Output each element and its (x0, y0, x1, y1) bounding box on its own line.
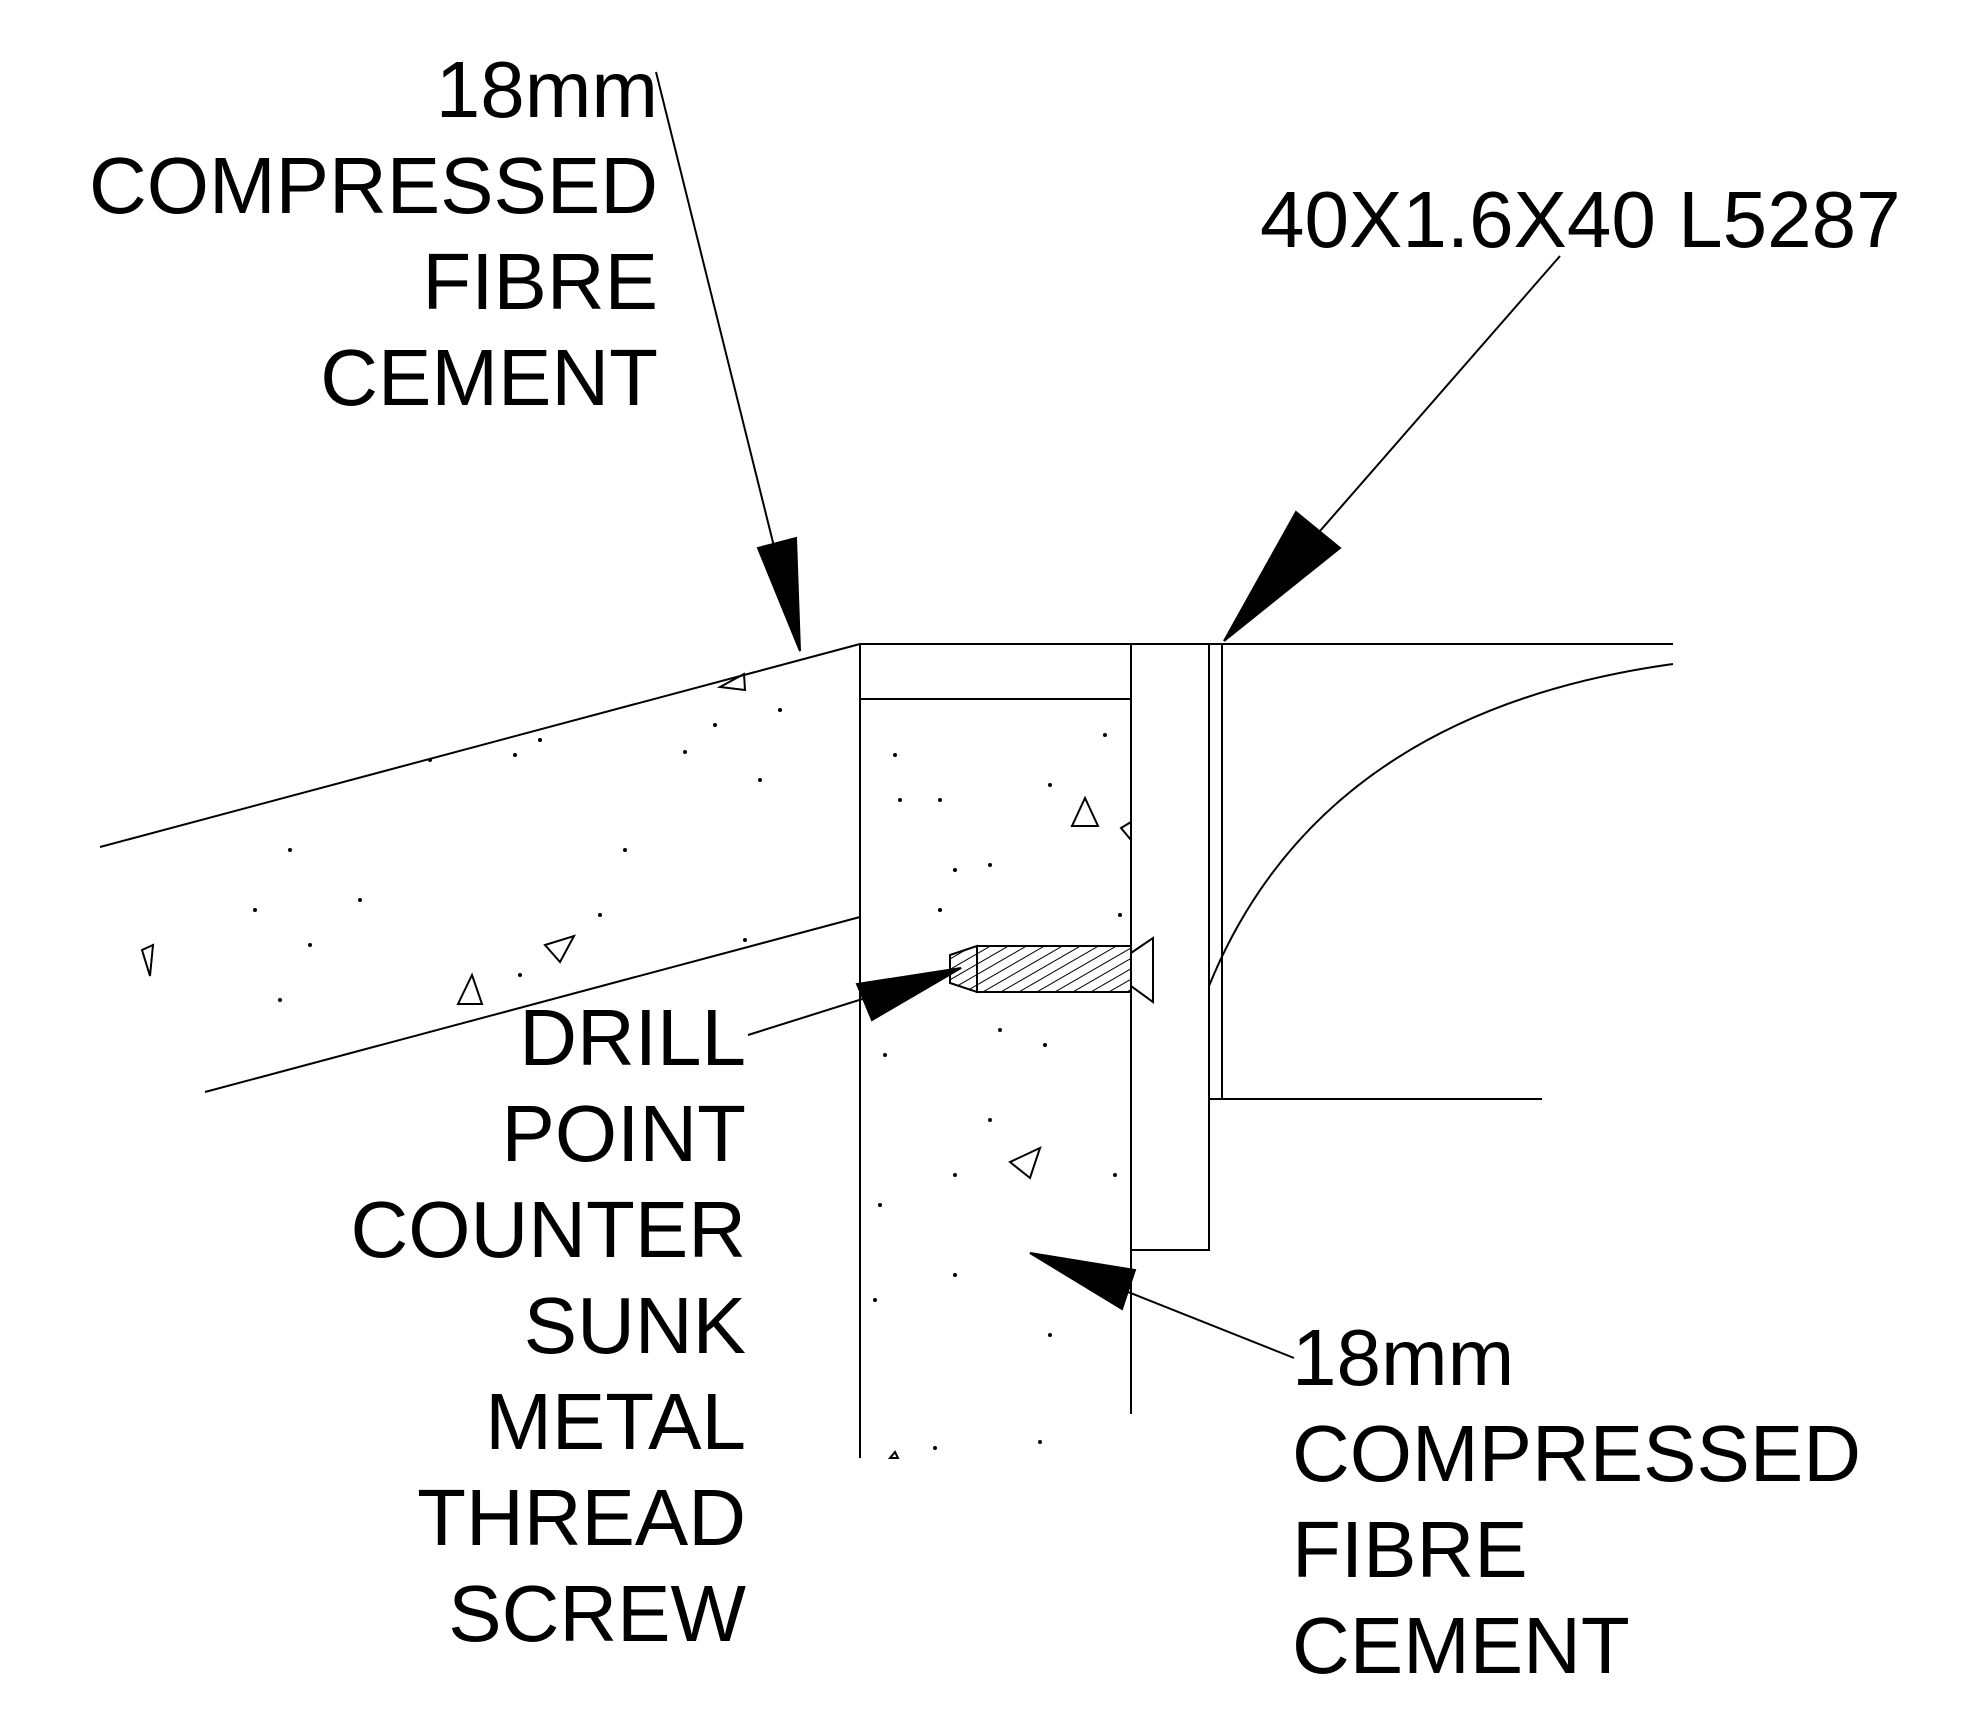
label-line: 18mm (1292, 1313, 1515, 1402)
screw-head (1130, 936, 1154, 1004)
sloped-sheet-bottom-edge (204, 916, 861, 1093)
label-line: DRILL (519, 993, 746, 1082)
adjoining-curve (1208, 663, 1674, 987)
stipple-dot (308, 943, 312, 947)
screw-drill-point (949, 944, 978, 994)
stipple-dot (428, 758, 432, 762)
arrowhead-top-left (756, 536, 801, 652)
stipple-dot (513, 753, 517, 757)
label-line: 40X1.6X40 L5287 (1260, 175, 1901, 264)
label-steel-angle: 40X1.6X40 L5287 (1260, 180, 1901, 260)
sloped-sheet-top-edge (99, 643, 861, 848)
stipple-dot (288, 848, 292, 852)
stipple-dot (278, 998, 282, 1002)
stipple-dot (953, 1273, 957, 1277)
label-screw: DRILL POINT COUNTER SUNK METAL THREAD SC… (350, 990, 746, 1662)
label-line: CEMENT (1292, 1601, 1630, 1690)
stipple-dot (538, 738, 542, 742)
stipple-dot (933, 1446, 937, 1450)
aggregate-triangle (543, 934, 577, 964)
stipple-dot (358, 898, 362, 902)
stipple-dot (988, 863, 992, 867)
label-line: CEMENT (320, 333, 658, 422)
stipple-dot (1048, 1333, 1052, 1337)
arrowhead-screw (855, 967, 962, 1022)
stipple-dot (878, 1203, 882, 1207)
aggregate-triangle (887, 1450, 900, 1459)
label-line: METAL (485, 1377, 746, 1466)
aggregate-triangle (1119, 820, 1132, 843)
stipple-dot (758, 778, 762, 782)
stipple-dot (893, 753, 897, 757)
stipple-dot (1043, 1043, 1047, 1047)
stipple-dot (683, 750, 687, 754)
stipple-dot (598, 913, 602, 917)
stipple-dot (953, 1173, 957, 1177)
stipple-dot (1038, 1440, 1042, 1444)
label-line: FIBRE (422, 237, 658, 326)
stipple-dot (998, 1028, 1002, 1032)
stipple-dot (938, 908, 942, 912)
stipple-dot (778, 708, 782, 712)
label-line: FIBRE (1292, 1505, 1528, 1594)
aggregate-triangle (1070, 795, 1100, 827)
aggregate-triangle (1008, 1146, 1042, 1180)
stipple-dot (623, 848, 627, 852)
stipple-dot (988, 1118, 992, 1122)
label-line: POINT (501, 1089, 746, 1178)
stipple-dot (883, 1053, 887, 1057)
stipple-dot (1118, 913, 1122, 917)
label-line: 18mm (435, 45, 658, 134)
label-bottom-right-material: 18mm COMPRESSED FIBRE CEMENT (1292, 1310, 1861, 1694)
stipple-dot (1103, 733, 1107, 737)
stipple-dot (253, 908, 257, 912)
label-line: COMPRESSED (1292, 1409, 1861, 1498)
label-line: THREAD (417, 1473, 746, 1562)
stipple-dot (1113, 1173, 1117, 1177)
stipple-dot (873, 1298, 877, 1302)
label-line: COUNTER (350, 1185, 746, 1274)
aggregate-triangle (716, 672, 747, 692)
stipple-dot (898, 798, 902, 802)
stipple-dot (743, 938, 747, 942)
stipple-dot (713, 723, 717, 727)
arrowhead-bottom-right (1029, 1252, 1137, 1311)
stipple-dot (518, 973, 522, 977)
stipple-dot (953, 868, 957, 872)
label-line: SCREW (448, 1569, 746, 1658)
label-top-left-material: 18mm COMPRESSED FIBRE CEMENT (89, 42, 658, 426)
label-line: COMPRESSED (89, 141, 658, 230)
stipple-dot (1048, 783, 1052, 787)
label-line: SUNK (523, 1281, 746, 1370)
stipple-dot (938, 798, 942, 802)
arrowhead-angle (1223, 510, 1342, 642)
aggregate-triangle (140, 943, 155, 977)
aggregate-triangle (456, 972, 484, 1005)
screw-thread (976, 945, 1132, 993)
steel-angle-leg (1130, 643, 1210, 1251)
